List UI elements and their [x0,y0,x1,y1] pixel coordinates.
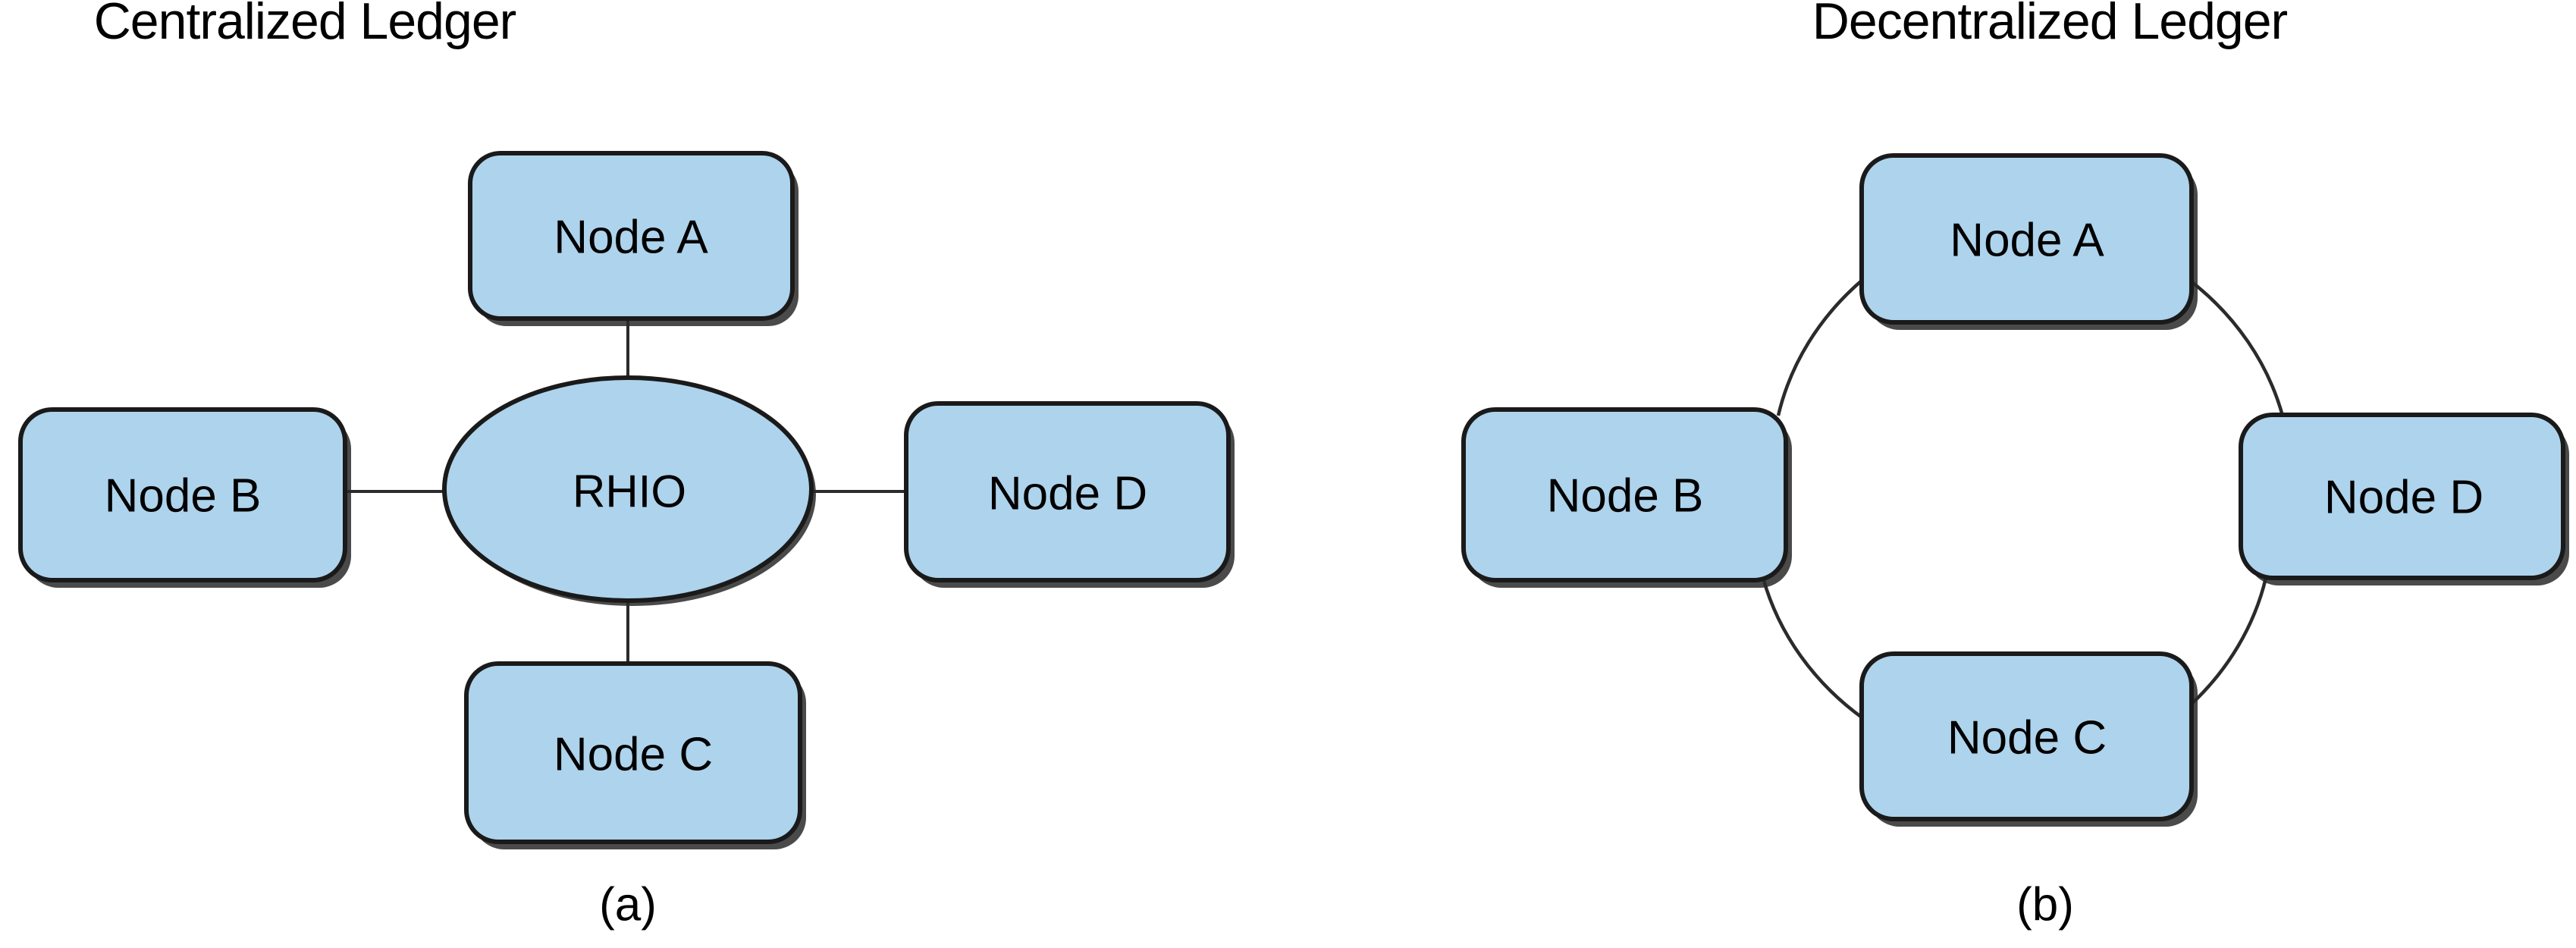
node-b-centralized[interactable]: Node B [18,407,351,588]
node-a-centralized-box[interactable] [468,151,795,321]
node-a-decentralized-label: Node A [1950,215,2104,267]
node-b-centralized-label: Node B [105,470,262,523]
node-a-centralized-label: Node A [554,212,708,264]
node-a-centralized[interactable]: Node A [468,151,799,326]
node-c-centralized[interactable]: Node C [464,661,806,849]
node-d-decentralized-label: Node D [2324,472,2483,524]
panel-centralized: Centralized Ledger Node A Node B [18,0,1235,931]
node-c-decentralized-box[interactable] [1859,651,2194,821]
panel-decentralized: Decentralized Ledger Node A Node B [1461,0,2569,931]
node-d-decentralized[interactable]: Node D [2239,413,2569,585]
node-b-decentralized-box[interactable] [1461,407,1788,582]
node-d-decentralized-box[interactable] [2239,413,2565,580]
node-b-decentralized-label: Node B [1547,470,1704,523]
node-d-centralized[interactable]: Node D [904,401,1235,588]
caption-panel-b: (b) [2016,879,2074,931]
panel-title-decentralized: Decentralized Ledger [1812,0,2288,50]
node-c-centralized-label: Node C [554,729,713,781]
node-b-decentralized[interactable]: Node B [1461,407,1792,588]
caption-panel-a: (a) [599,879,657,931]
edge-node-c-node-d [2189,577,2268,707]
hub-rhio-label: RHIO [573,466,686,517]
panel-title-centralized: Centralized Ledger [94,0,516,50]
node-c-centralized-box[interactable] [464,661,802,844]
edge-node-a-node-b [1776,279,1863,416]
node-a-decentralized-box[interactable] [1859,153,2194,325]
node-d-centralized-box[interactable] [904,401,1231,582]
hub-rhio-ellipse[interactable] [442,375,814,603]
edge-node-d-node-a [2189,279,2285,416]
node-c-decentralized-label: Node C [1947,712,2107,764]
node-a-decentralized[interactable]: Node A [1859,153,2198,330]
node-c-decentralized[interactable]: Node C [1859,651,2198,827]
node-d-centralized-label: Node D [988,468,1147,520]
node-b-centralized-box[interactable] [18,407,347,582]
edge-node-b-node-c [1761,577,1865,720]
hub-rhio[interactable]: RHIO [442,375,816,606]
